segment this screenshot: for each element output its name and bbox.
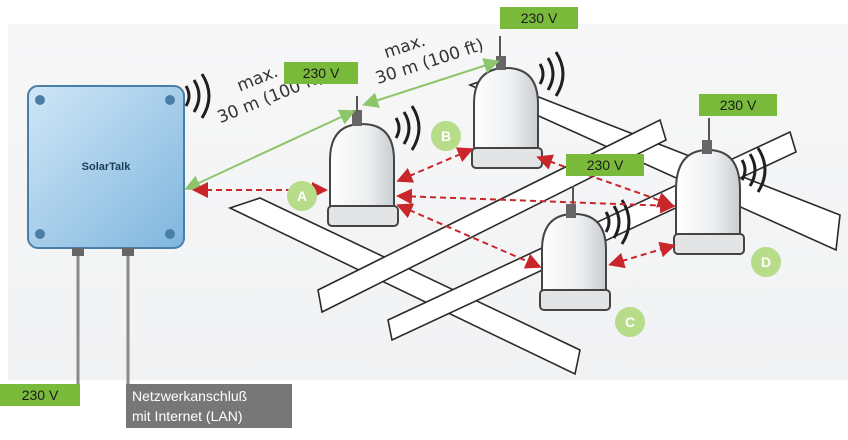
- node-letter-b: B: [441, 128, 451, 144]
- node-badge-a: A: [287, 181, 317, 211]
- power-label-node-a: 230 V: [284, 62, 358, 84]
- device-b: [471, 56, 543, 169]
- lan-connection-label: Netzwerkanschluß mit Internet (LAN): [126, 384, 292, 428]
- device-a: [327, 110, 399, 227]
- gateway-cables: [76, 252, 130, 384]
- node-badge-b: B: [431, 121, 461, 151]
- range-lines: [184, 58, 500, 191]
- gateway-brand-logo: SolarTalk: [82, 161, 132, 173]
- node-letter-a: A: [297, 188, 307, 204]
- device-d: [673, 140, 745, 255]
- node-badge-c: C: [615, 307, 645, 337]
- power-label-top: 230 V: [500, 7, 578, 29]
- node-letter-c: C: [625, 314, 635, 330]
- mesh-links: [192, 147, 676, 269]
- device-c: [539, 204, 611, 311]
- power-label-node-c: 230 V: [566, 154, 644, 176]
- node-badge-d: D: [751, 247, 781, 277]
- node-letter-d: D: [761, 254, 771, 270]
- power-label-node-d: 230 V: [699, 94, 777, 116]
- power-label-gateway: 230 V: [0, 384, 80, 406]
- gateway-box: [27, 85, 185, 256]
